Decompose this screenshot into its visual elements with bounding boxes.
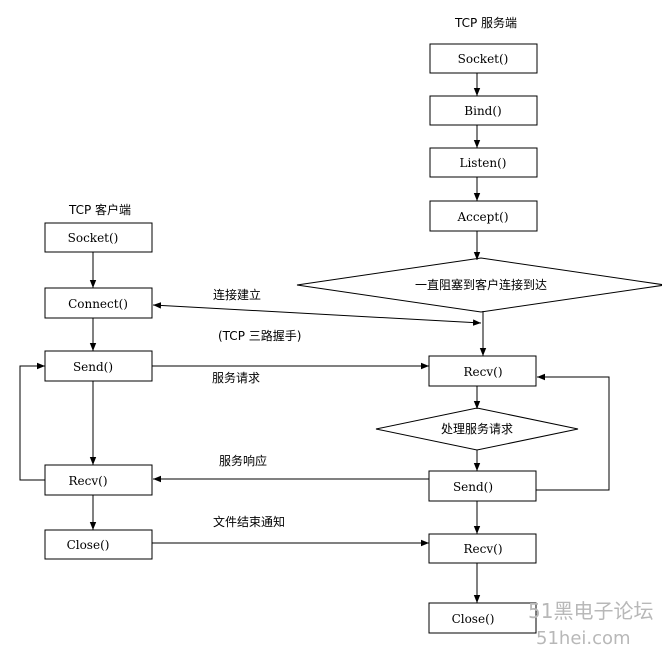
connect-message-label: 连接建立 — [213, 287, 261, 302]
server-recv2-box: Recv() — [428, 533, 537, 564]
server-block-diamond: 一直阻塞到客户连接到达 — [296, 257, 662, 313]
server-close-box: Close() — [428, 602, 537, 634]
server-accept-label: Accept() — [456, 210, 508, 224]
client-connect-box: Connect() — [44, 287, 153, 319]
server-process-label: 处理服务请求 — [441, 421, 513, 436]
server-listen-label: Listen() — [460, 156, 507, 170]
handshake-message-label: (TCP 三路握手) — [218, 328, 301, 343]
end-message-label: 文件结束通知 — [213, 514, 285, 529]
server-close-label: Close() — [452, 612, 495, 626]
client-send-label: Send() — [73, 360, 113, 374]
server-listen-box: Listen() — [429, 147, 538, 178]
watermark-line2: 51hei.com — [536, 628, 631, 649]
server-recv2-label: Recv() — [464, 542, 503, 556]
server-socket-box: Socket() — [429, 43, 538, 74]
client-recv-label: Recv() — [69, 474, 108, 488]
server-process-diamond: 处理服务请求 — [375, 407, 579, 451]
server-accept-box: Accept() — [429, 200, 538, 232]
request-message-label: 服务请求 — [212, 370, 260, 385]
watermark-line1: 51黑电子论坛 — [528, 599, 653, 623]
server-bind-box: Bind() — [429, 95, 538, 126]
server-recv1-box: Recv() — [428, 355, 537, 387]
client-loop-arrow — [19, 362, 45, 481]
server-block-label: 一直阻塞到客户连接到达 — [415, 277, 547, 292]
client-socket-box: Socket() — [44, 222, 153, 253]
server-send-box: Send() — [428, 470, 537, 502]
client-recv-box: Recv() — [44, 464, 153, 496]
client-send-box: Send() — [44, 350, 153, 382]
client-close-label: Close() — [67, 538, 110, 552]
client-title: TCP 客户端 — [68, 202, 131, 217]
client-close-box: Close() — [44, 529, 153, 560]
client-connect-label: Connect() — [68, 297, 128, 311]
server-send-label: Send() — [453, 480, 493, 494]
server-socket-label: Socket() — [458, 52, 509, 66]
server-bind-label: Bind() — [464, 104, 501, 118]
response-message-label: 服务响应 — [219, 453, 267, 468]
server-title: TCP 服务端 — [454, 15, 517, 30]
server-recv1-label: Recv() — [464, 365, 503, 379]
client-socket-label: Socket() — [68, 231, 119, 245]
server-loop-arrow — [536, 373, 610, 491]
connect-handshake-arrow — [152, 302, 482, 326]
